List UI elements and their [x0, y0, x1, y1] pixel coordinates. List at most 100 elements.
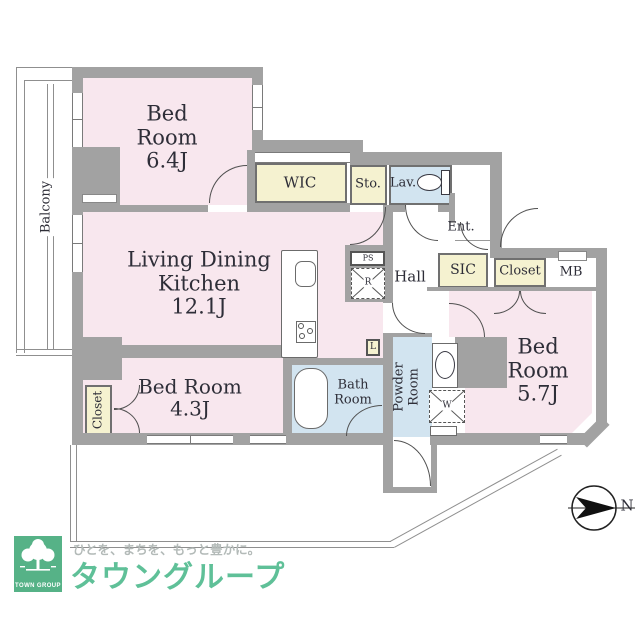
wall-powder-north	[383, 333, 432, 337]
window-bedroom1-west	[72, 93, 83, 147]
hall-label: Hall	[394, 267, 426, 286]
wall-under-lavatory	[438, 205, 455, 212]
window-mullion	[190, 435, 191, 444]
balcony-edge-line	[24, 80, 72, 81]
brand-name: タウングループ	[70, 561, 286, 594]
storage-floor	[350, 165, 387, 205]
wall-hall-west-b	[383, 335, 393, 437]
wic-floor	[255, 163, 347, 203]
terrace-boundary-left	[76, 445, 77, 542]
toilet-tank-icon	[441, 170, 450, 195]
bathtub	[294, 368, 328, 429]
wall-chunk-powder-bedroom3	[455, 337, 507, 388]
meter-box-notch	[558, 251, 587, 261]
bedroom1-line1: Bed	[146, 101, 188, 126]
ldk-size: 12.1J	[171, 294, 227, 319]
bedroom2-size: 4.3J	[170, 397, 210, 421]
bath-line1: Bath	[337, 377, 369, 393]
window-mullion	[252, 107, 263, 108]
terrace-boundary-left	[70, 445, 71, 542]
wall-bedroom2-bath	[283, 358, 292, 437]
lavatory-label: Lav.	[389, 175, 417, 191]
pipe-space-box	[350, 251, 385, 266]
washbasin-bowl	[435, 351, 455, 379]
ldk-line2: Kitchen	[157, 271, 241, 296]
wall-east	[596, 248, 607, 424]
bedroom3-size: 5.7J	[517, 381, 559, 406]
logo-text: TOWN GROUP	[15, 583, 61, 589]
town-group-logo: TOWN GROUP	[14, 536, 62, 592]
bedroom1-label: Bed Room 6.4J	[136, 101, 198, 174]
wic-label: WIC	[283, 173, 317, 192]
wall-under-wic	[247, 203, 350, 212]
powder-line2: Room	[406, 368, 421, 406]
bedroom3-line1: Bed	[517, 334, 559, 359]
linen-box	[366, 339, 380, 356]
pipe-space-label: PS	[362, 253, 374, 263]
site-boundary-line	[16, 67, 17, 353]
entry-closet-floor	[494, 258, 546, 287]
wall-ldk-bedroom2	[118, 345, 290, 358]
wall-north-lavatory	[350, 152, 502, 165]
north-arrow-icon	[576, 497, 616, 519]
linen-label: L	[370, 341, 376, 352]
column-inset	[82, 194, 117, 203]
balcony-bottom-line	[16, 355, 72, 356]
entry-closet-label: Closet	[499, 263, 541, 279]
sic-label: SIC	[450, 262, 476, 279]
meter-box-label: MB	[559, 264, 583, 280]
ldk-line1: Living Dining	[127, 247, 271, 272]
highwindow-above-wic	[247, 152, 350, 163]
window-mullion	[72, 243, 83, 244]
bedroom1-size: 6.4J	[146, 148, 188, 173]
bedroom3-label: Bed Room 5.7J	[507, 334, 569, 407]
wall-entrance-west	[449, 193, 455, 223]
terrace-boundary-bottom	[70, 541, 391, 542]
door-entry-outswing	[500, 208, 538, 247]
wall-nook-west	[383, 437, 393, 493]
wall-under-storage	[383, 205, 405, 212]
balcony-label: Balcony	[38, 177, 56, 237]
site-boundary-line	[16, 67, 72, 68]
bedroom2-closet-label: Closet	[90, 390, 105, 430]
wall-east-entrance	[490, 152, 502, 258]
entrance-label: Ent.	[447, 219, 475, 235]
column-block-west	[72, 337, 122, 380]
tree-icon	[20, 539, 56, 571]
powder-line1: Powder	[391, 362, 407, 412]
balcony-edge-line	[24, 80, 25, 353]
bath-line2: Room	[334, 392, 372, 407]
toilet-bowl-icon	[417, 174, 442, 191]
wall-bedroom3-north	[427, 287, 596, 291]
window-mullion	[72, 119, 83, 120]
wall-nook-south	[383, 487, 437, 493]
storage-label: Sto.	[355, 176, 381, 192]
brand-tagline: ひとを、まちを、もっと豊かに。	[73, 543, 261, 557]
ldk-label: Living Dining Kitchen 12.1J	[127, 247, 271, 320]
wall-north-bedroom1	[72, 67, 263, 78]
wall-nook-east	[431, 437, 437, 493]
corridor-floor	[427, 291, 449, 337]
balcony-bottom-line	[16, 349, 72, 350]
wall-bath-north	[283, 358, 393, 365]
ldk-floor	[83, 212, 383, 358]
bedroom1-line2: Room	[136, 125, 198, 150]
stove-burner	[299, 333, 305, 339]
stove-burner	[307, 328, 313, 334]
bath-label: Bath Room	[334, 378, 372, 407]
window-bedroom3-south	[540, 435, 567, 444]
powder-label: Powder Room	[391, 362, 421, 412]
stove-burner	[298, 323, 304, 329]
refrigerator-label: R	[363, 277, 373, 288]
wall-wic-west	[247, 150, 255, 205]
bedroom2-line1: Bed Room	[138, 374, 242, 399]
bedroom3-line2: Room	[507, 358, 569, 383]
kitchen-sink	[295, 261, 316, 287]
north-label: N	[620, 496, 634, 515]
terrace-boundary-bottom	[70, 547, 394, 548]
washer-label: W	[441, 400, 453, 411]
bedroom2-label: Bed Room 4.3J	[138, 374, 242, 421]
wall-north-east-section	[490, 248, 607, 258]
wall-north-wic	[252, 140, 363, 152]
